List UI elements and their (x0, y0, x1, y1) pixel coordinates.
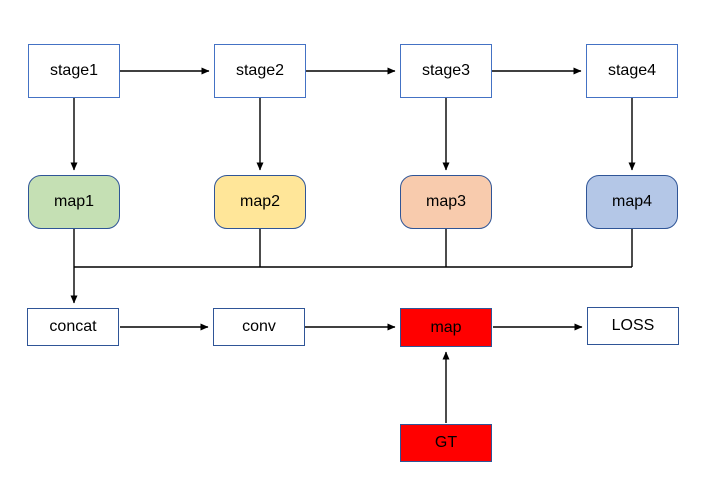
concat-node: concat (27, 308, 119, 346)
stage4-node: stage4 (586, 44, 678, 98)
stage1-node: stage1 (28, 44, 120, 98)
loss-node: LOSS (587, 307, 679, 345)
stage3-node: stage3 (400, 44, 492, 98)
map1-node: map1 (28, 175, 120, 229)
fused-map-node: map (400, 308, 492, 347)
map4-node: map4 (586, 175, 678, 229)
map2-node: map2 (214, 175, 306, 229)
stage2-node: stage2 (214, 44, 306, 98)
map3-node: map3 (400, 175, 492, 229)
conv-node: conv (213, 308, 305, 346)
gt-node: GT (400, 424, 492, 462)
